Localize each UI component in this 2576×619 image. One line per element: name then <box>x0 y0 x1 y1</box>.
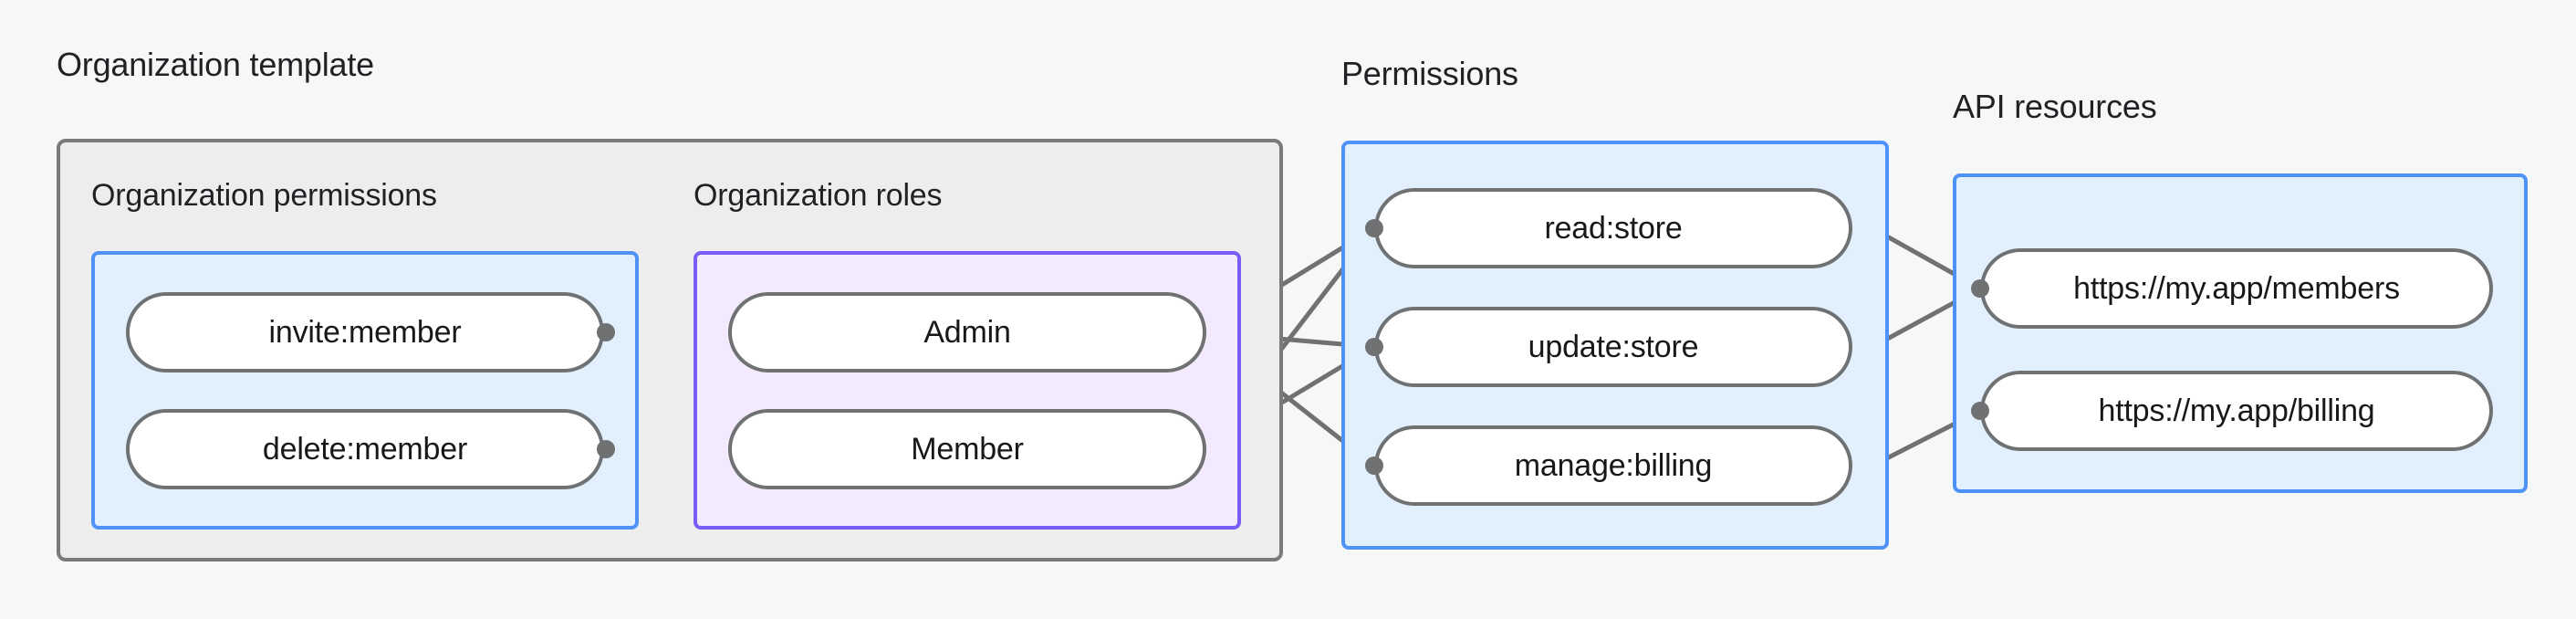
organization-roles-label: Organization roles <box>694 178 943 213</box>
connector-dot-billing-url <box>1971 402 1989 420</box>
node-read-store[interactable]: read:store <box>1374 188 1852 268</box>
node-delete-member[interactable]: delete:member <box>126 409 604 489</box>
node-update-store[interactable]: update:store <box>1374 307 1852 387</box>
node-invite-member[interactable]: invite:member <box>126 292 604 372</box>
node-members-url[interactable]: https://my.app/members <box>1980 248 2493 329</box>
node-member[interactable]: Member <box>728 409 1206 489</box>
organization-template-label: Organization template <box>57 46 374 83</box>
connector-dot-delete-member <box>597 440 615 458</box>
node-admin[interactable]: Admin <box>728 292 1206 372</box>
connector-dot-update-store <box>1365 338 1383 356</box>
connector-dot-invite-member <box>597 323 615 341</box>
organization-permissions-label: Organization permissions <box>91 178 437 213</box>
connector-dot-manage-billing <box>1365 456 1383 475</box>
node-billing-url[interactable]: https://my.app/billing <box>1980 371 2493 451</box>
connector-dot-members-url <box>1971 279 1989 298</box>
permissions-label: Permissions <box>1341 55 1518 92</box>
connector-dot-read-store <box>1365 219 1383 237</box>
api-resources-label: API resources <box>1953 88 2157 125</box>
node-manage-billing[interactable]: manage:billing <box>1374 425 1852 506</box>
